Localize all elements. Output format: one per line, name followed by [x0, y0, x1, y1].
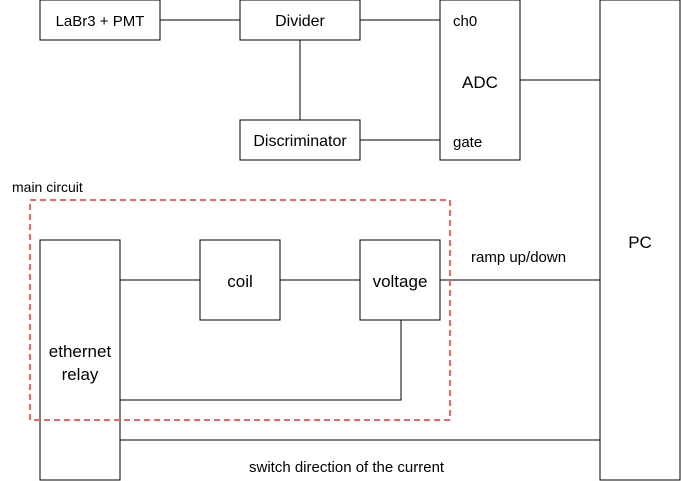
- main-circuit-group-label: main circuit: [12, 179, 83, 195]
- discriminator-label: Discriminator: [253, 133, 347, 150]
- ramp-edge-label: ramp up/down: [471, 249, 566, 266]
- adc-title: ADC: [462, 73, 498, 92]
- divider-label: Divider: [275, 13, 325, 30]
- ethernet-relay-label-line1: ethernet: [49, 342, 112, 361]
- switch-edge-label: switch direction of the current: [249, 459, 445, 476]
- labr3-pmt-block: LaBr3 + PMT: [39, 0, 161, 41]
- adc-port-ch0: ch0: [453, 13, 477, 30]
- adc-block: ch0 ADC gate: [439, 0, 521, 161]
- ethernet-relay-block: ethernet relay: [39, 239, 121, 481]
- voltage-block: voltage: [359, 239, 441, 321]
- pc-label: PC: [628, 233, 652, 252]
- coil-label: coil: [227, 272, 253, 291]
- wire-voltage-relay: [120, 320, 402, 401]
- voltage-label: voltage: [373, 272, 428, 291]
- labr3-pmt-label: LaBr3 + PMT: [56, 13, 145, 30]
- main-circuit-group-border: [29, 199, 451, 421]
- ethernet-relay-label-line2: relay: [62, 365, 99, 384]
- divider-block: Divider: [239, 0, 361, 41]
- coil-block: coil: [199, 239, 281, 321]
- adc-port-gate: gate: [453, 134, 482, 151]
- discriminator-block: Discriminator: [239, 119, 361, 161]
- pc-block: PC: [599, 0, 681, 481]
